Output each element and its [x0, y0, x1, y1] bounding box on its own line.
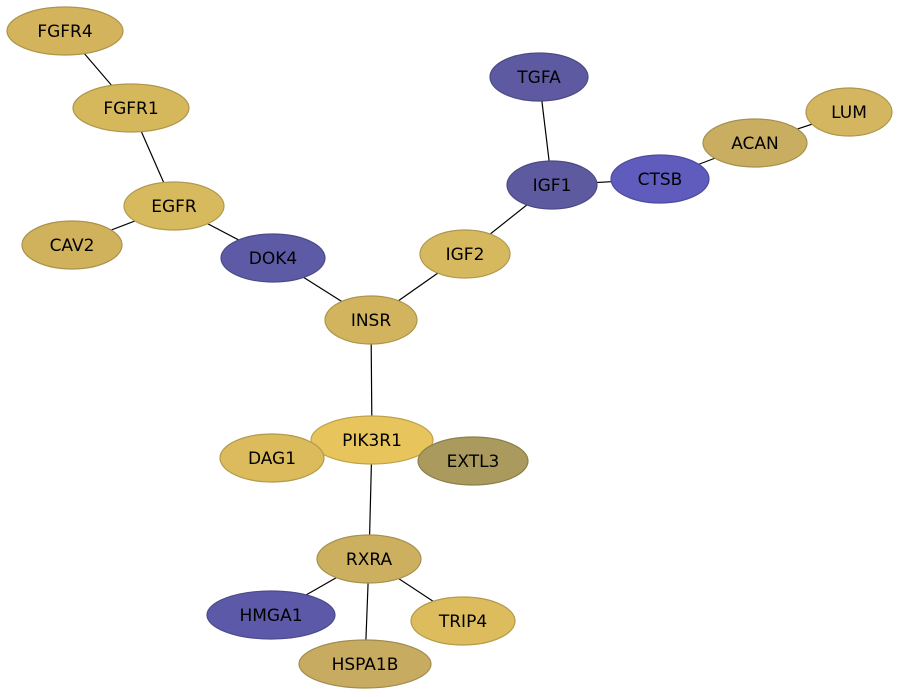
node-trip4[interactable]: TRIP4 — [410, 596, 516, 646]
node-shape — [805, 87, 893, 137]
node-shape — [506, 160, 598, 210]
node-dok4[interactable]: DOK4 — [220, 233, 326, 283]
node-cav2[interactable]: CAV2 — [21, 220, 123, 270]
node-label: FGFR1 — [103, 99, 158, 119]
node-label: FGFR4 — [37, 22, 92, 42]
node-shape — [419, 229, 511, 279]
node-label: EGFR — [151, 197, 197, 217]
node-label: IGF1 — [533, 176, 572, 196]
node-pik3r1[interactable]: PIK3R1 — [310, 415, 434, 465]
node-label: IGF2 — [446, 245, 485, 265]
node-shape — [123, 181, 225, 231]
node-label: HSPA1B — [332, 655, 399, 675]
node-shape — [410, 596, 516, 646]
node-label: CAV2 — [50, 236, 95, 256]
node-shape — [21, 220, 123, 270]
node-shape — [72, 83, 190, 133]
node-shape — [219, 433, 325, 483]
node-hmga1[interactable]: HMGA1 — [206, 590, 336, 640]
node-shape — [324, 295, 418, 345]
node-shape — [6, 6, 124, 56]
node-label: DAG1 — [248, 449, 296, 469]
node-shape — [316, 534, 422, 584]
node-fgfr4[interactable]: FGFR4 — [6, 6, 124, 56]
node-shape — [206, 590, 336, 640]
node-egfr[interactable]: EGFR — [123, 181, 225, 231]
node-label: INSR — [351, 311, 392, 331]
node-label: TRIP4 — [438, 612, 487, 632]
node-dag1[interactable]: DAG1 — [219, 433, 325, 483]
node-shape — [310, 415, 434, 465]
node-label: LUM — [831, 103, 867, 123]
node-label: HMGA1 — [239, 606, 302, 626]
node-shape — [298, 639, 432, 689]
node-acan[interactable]: ACAN — [702, 118, 808, 168]
node-insr[interactable]: INSR — [324, 295, 418, 345]
node-lum[interactable]: LUM — [805, 87, 893, 137]
node-shape — [489, 52, 589, 102]
node-shape — [610, 154, 710, 204]
node-extl3[interactable]: EXTL3 — [417, 436, 529, 486]
node-shape — [220, 233, 326, 283]
node-ctsb[interactable]: CTSB — [610, 154, 710, 204]
node-label: RXRA — [346, 550, 393, 570]
node-tgfa[interactable]: TGFA — [489, 52, 589, 102]
node-label: DOK4 — [249, 249, 297, 269]
node-hspa1b[interactable]: HSPA1B — [298, 639, 432, 689]
node-shape — [417, 436, 529, 486]
node-label: ACAN — [731, 134, 779, 154]
node-igf2[interactable]: IGF2 — [419, 229, 511, 279]
node-label: TGFA — [516, 68, 561, 88]
node-label: PIK3R1 — [342, 431, 402, 451]
node-fgfr1[interactable]: FGFR1 — [72, 83, 190, 133]
node-igf1[interactable]: IGF1 — [506, 160, 598, 210]
node-label: CTSB — [638, 170, 683, 190]
node-label: EXTL3 — [447, 452, 500, 472]
node-shape — [702, 118, 808, 168]
node-rxra[interactable]: RXRA — [316, 534, 422, 584]
